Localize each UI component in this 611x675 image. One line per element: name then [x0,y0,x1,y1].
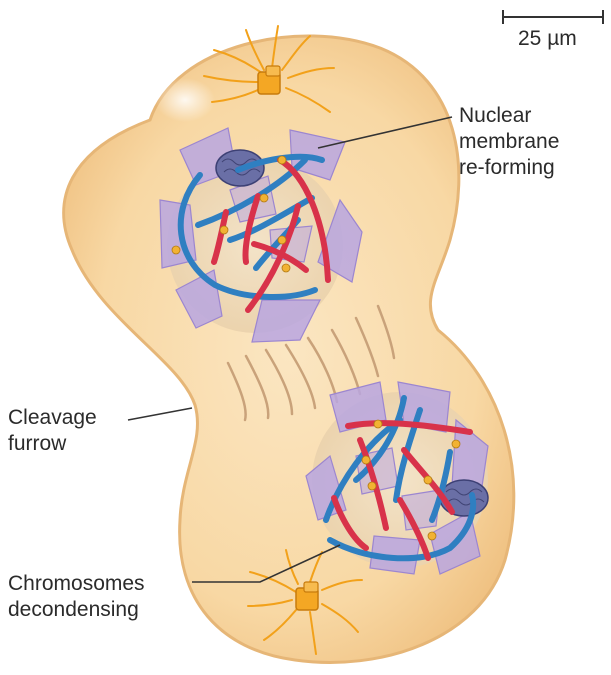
leader-nuclear-membrane [317,116,453,149]
label-line: furrow [8,432,67,455]
label-cleavage-furrow: Cleavage furrow [8,405,97,457]
centrosome-bottom [247,549,363,655]
label-line: Chromosomes [8,572,145,595]
leader-chromosomes [192,544,341,583]
label-line: membrane [459,130,560,153]
label-line: Nuclear [459,104,532,127]
label-line: decondensing [8,598,139,621]
leader-cleavage-furrow [127,407,193,421]
highlight [155,78,215,122]
label-chromosomes-decondensing: Chromosomes decondensing [8,571,145,623]
nucleus-bottom [305,381,489,575]
label-line: re-forming [459,156,555,179]
label-line: Cleavage [8,406,97,429]
scale-bar [502,10,604,24]
centrosome-top [203,25,335,113]
chromosomes-bottom [323,395,477,562]
leader-lines [127,116,453,583]
label-nuclear-membrane: Nuclear membrane re-forming [459,103,559,181]
nucleus-top [159,127,363,343]
scale-bar-label: 25 µm [518,27,577,50]
